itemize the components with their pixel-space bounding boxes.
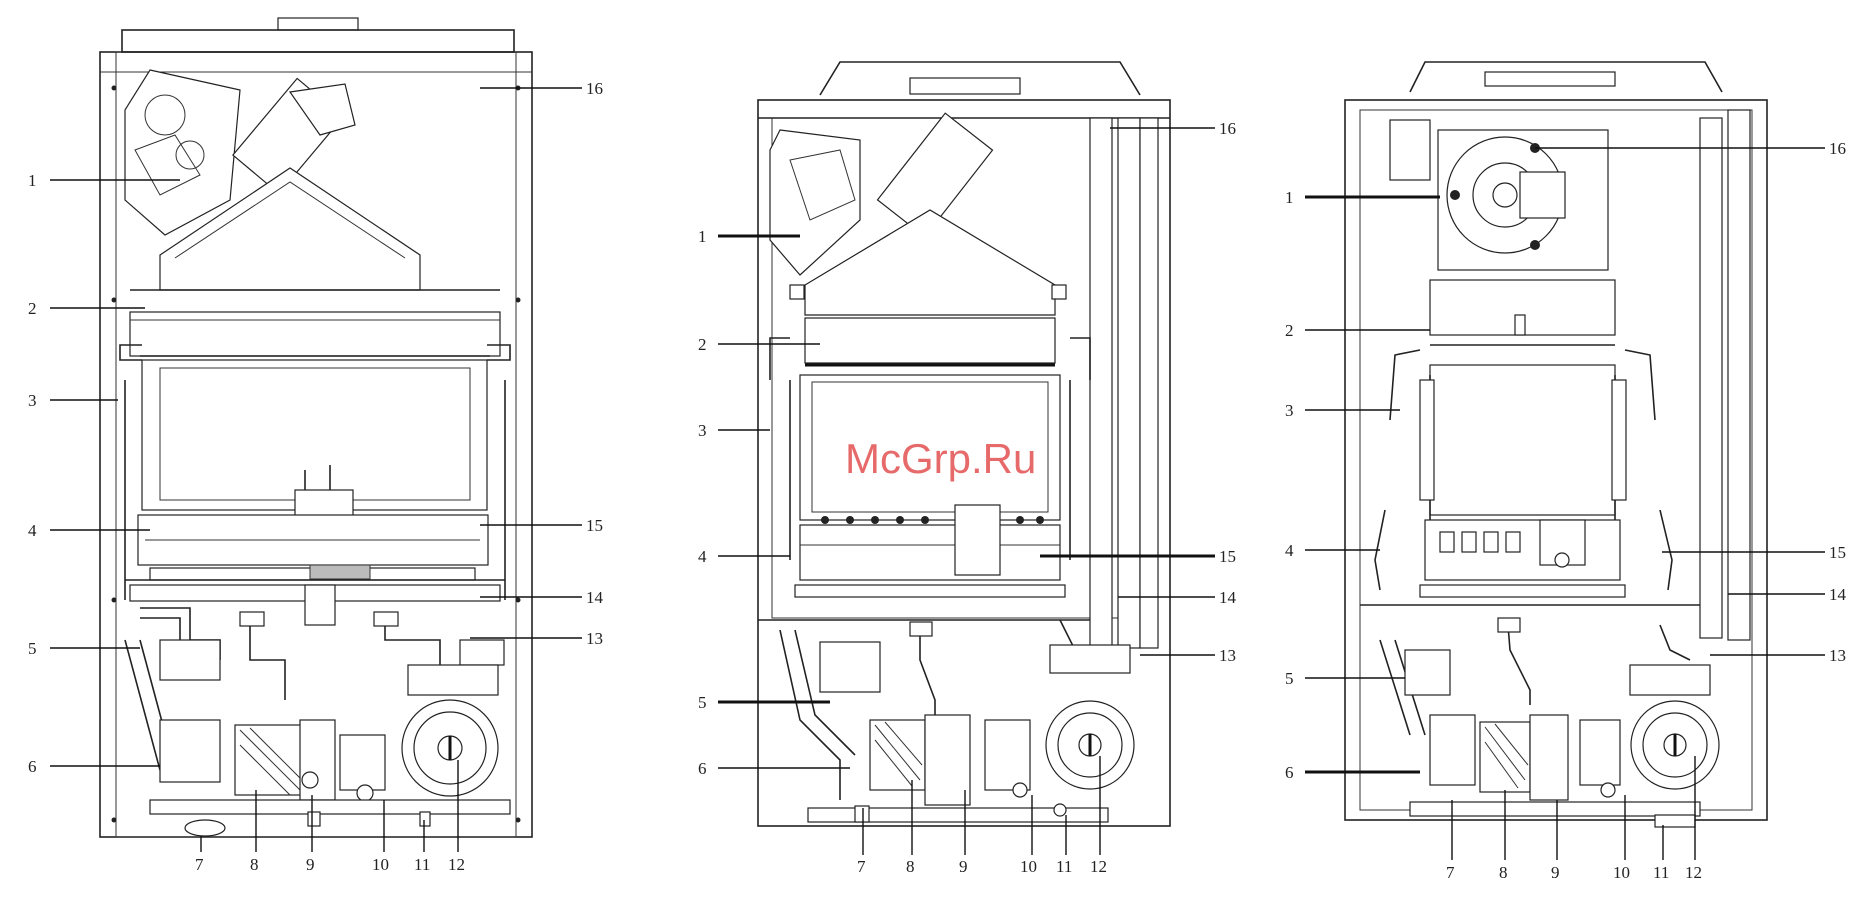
boiler-diagram-1: 1 2 3 4 5 6 16 15 14 13 7 8 9 10 11 12 <box>28 18 604 874</box>
d2-label-8: 8 <box>906 857 915 876</box>
d2-label-10: 10 <box>1020 857 1037 876</box>
d2-label-12: 12 <box>1090 857 1107 876</box>
d2-label-9: 9 <box>959 857 968 876</box>
d1-label-15: 15 <box>586 516 603 535</box>
watermark-text: McGrp.Ru <box>845 435 1036 482</box>
d1-label-12: 12 <box>448 855 465 874</box>
d2-label-6: 6 <box>698 759 707 778</box>
d3-label-14: 14 <box>1829 585 1847 604</box>
d2-label-2: 2 <box>698 335 707 354</box>
d3-label-1: 1 <box>1285 188 1294 207</box>
d3-label-3: 3 <box>1285 401 1294 420</box>
d3-label-4: 4 <box>1285 541 1294 560</box>
d1-label-2: 2 <box>28 299 37 318</box>
d1-label-7: 7 <box>195 855 204 874</box>
d3-label-2: 2 <box>1285 321 1294 340</box>
d2-label-15: 15 <box>1219 547 1236 566</box>
d3-label-11: 11 <box>1653 863 1669 882</box>
d1-label-14: 14 <box>586 588 604 607</box>
d1-label-16: 16 <box>586 79 603 98</box>
d2-label-4: 4 <box>698 547 707 566</box>
d1-label-11: 11 <box>414 855 430 874</box>
d1-label-9: 9 <box>306 855 315 874</box>
d3-label-5: 5 <box>1285 669 1294 688</box>
d1-label-1: 1 <box>28 171 37 190</box>
d3-label-10: 10 <box>1613 863 1630 882</box>
d2-label-11: 11 <box>1056 857 1072 876</box>
boiler-diagram-3: 1 2 3 4 5 6 16 15 14 13 7 8 9 10 11 12 <box>1285 62 1847 882</box>
d2-label-7: 7 <box>857 857 866 876</box>
d2-label-14: 14 <box>1219 588 1237 607</box>
d2-label-3: 3 <box>698 421 707 440</box>
d3-label-8: 8 <box>1499 863 1508 882</box>
d1-label-10: 10 <box>372 855 389 874</box>
d1-label-3: 3 <box>28 391 37 410</box>
d2-label-1: 1 <box>698 227 707 246</box>
d2-label-5: 5 <box>698 693 707 712</box>
d3-label-12: 12 <box>1685 863 1702 882</box>
d3-label-13: 13 <box>1829 646 1846 665</box>
d3-label-7: 7 <box>1446 863 1455 882</box>
d1-label-13: 13 <box>586 629 603 648</box>
d3-label-16: 16 <box>1829 139 1846 158</box>
d1-label-6: 6 <box>28 757 37 776</box>
d3-label-15: 15 <box>1829 543 1846 562</box>
d3-label-9: 9 <box>1551 863 1560 882</box>
d1-label-5: 5 <box>28 639 37 658</box>
d2-label-16: 16 <box>1219 119 1236 138</box>
d1-label-4: 4 <box>28 521 37 540</box>
d2-label-13: 13 <box>1219 646 1236 665</box>
d3-label-6: 6 <box>1285 763 1294 782</box>
d1-label-8: 8 <box>250 855 259 874</box>
